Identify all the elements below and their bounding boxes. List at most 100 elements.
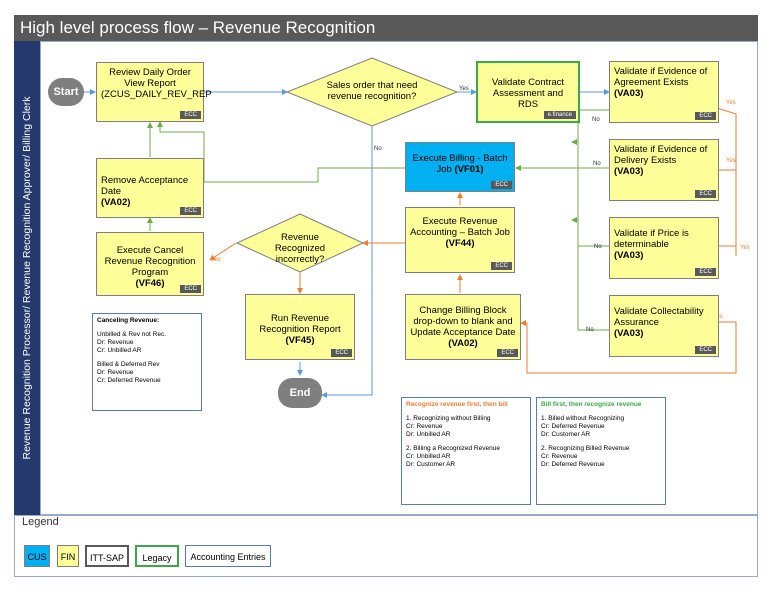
flow-decision-yes-cancel — [209, 242, 237, 261]
sales-order-decision-label: Sales order that need revenue recognitio… — [326, 80, 418, 102]
label-yes-price: Yes — [740, 245, 750, 251]
change-billing-code: (VA02) — [448, 338, 478, 349]
note-line: Dr: Revenue — [97, 369, 134, 376]
recognize-first-note: Recognize revenue first, then bill 1. Re… — [401, 397, 531, 505]
change-billing-box: Change Billing Block drop-down to blank … — [405, 294, 521, 360]
label-no-price: No — [594, 244, 602, 250]
bill-first-title: Bill first, then recognize revenue — [541, 401, 642, 408]
execute-revenue-code: (VF44) — [445, 238, 475, 249]
note-line: 2. Recognizing Billed Revenue — [541, 445, 630, 452]
canceling-revenue-note: Canceling Revenue: Unbilled & Rev not Re… — [92, 313, 202, 411]
ecc-tag: ECC — [331, 349, 352, 357]
label-no-agreement: No — [592, 117, 600, 123]
cancel-program-box: Execute Cancel Revenue Recognition Progr… — [96, 232, 204, 296]
validate-collect-box: Validate Collectability Assurance (VA03)… — [609, 295, 719, 357]
cancel-program-label: Execute Cancel Revenue Recognition Progr… — [104, 245, 196, 278]
note-line: Billed & Deferred Rev — [97, 361, 160, 368]
run-report-box: Run Revenue Recognition Report (VF45) EC… — [245, 294, 355, 360]
validate-price-box: Validate if Price is determinable (VA03)… — [609, 217, 719, 279]
ecc-tag: ECC — [180, 285, 201, 293]
flow-billing-review — [157, 121, 405, 183]
ecc-tag: ECC — [180, 207, 201, 215]
note-line: 1. Billed without Recognizing — [541, 415, 625, 422]
note-line: Dr: Customer AR — [541, 431, 591, 438]
validate-price-label: Validate if Price is determinable — [614, 228, 689, 250]
flow-yes-collect — [520, 320, 737, 374]
efinance-tag: e.finance — [543, 111, 576, 119]
ecc-tag: ECC — [695, 268, 716, 276]
validate-delivery-box: Validate if Evidence of Delivery Exists … — [609, 139, 719, 201]
ecc-tag: ECC — [497, 349, 518, 357]
run-report-label: Run Revenue Recognition Report — [259, 313, 341, 335]
execute-billing-code: (VF01) — [454, 164, 484, 175]
note-line: Cr: Unbilled AR — [97, 347, 142, 354]
diagram-frame — [40, 41, 758, 515]
execute-billing-box: Execute Billing - Batch Job (VF01) ECC — [405, 142, 515, 192]
label-no-collect: No — [586, 327, 594, 333]
note-line: Cr: Revenue — [406, 423, 443, 430]
validate-agreement-code: (VA03) — [614, 88, 644, 99]
cancel-program-code: (VF46) — [135, 278, 165, 289]
note-line: Dr: Unbilled AR — [406, 431, 451, 438]
page-title: High level process flow – Revenue Recogn… — [14, 15, 758, 41]
legend-itt-sap: ITT-SAP — [85, 545, 129, 567]
start-terminal: Start — [48, 78, 84, 106]
review-daily-report-box: Review Daily Order View Report (ZCUS_DAI… — [96, 62, 212, 122]
legend-cus: CUS — [24, 545, 50, 567]
revenue-incorrect-decision-label: Revenue Recognized incorrectly? — [274, 232, 326, 265]
validate-delivery-code: (VA03) — [614, 166, 644, 177]
note-line: Cr: Deferred Revenue — [541, 423, 605, 430]
validate-collect-code: (VA03) — [614, 328, 644, 339]
label-yes-contract: Yes — [459, 86, 469, 92]
bill-first-note: Bill first, then recognize revenue 1. Bi… — [536, 397, 666, 505]
sales-order-decision-shape — [285, 57, 459, 127]
review-daily-report-label: Review Daily Order View Report (ZCUS_DAI… — [101, 67, 212, 100]
note-line: Cr: Unbilled AR — [406, 453, 451, 460]
legend-accounting-entries: Accounting Entries — [185, 545, 271, 567]
remove-acceptance-label: Remove Acceptance Date — [101, 175, 189, 197]
run-report-code: (VF45) — [285, 335, 315, 346]
legend-legacy: Legacy — [135, 545, 179, 567]
swimlane-header — [14, 41, 40, 515]
note-line: Unbilled & Rev not Rec. — [97, 331, 167, 338]
execute-revenue-label: Execute Revenue Accounting – Batch Job — [410, 216, 510, 238]
flow-decision-no-end — [321, 126, 373, 398]
validate-contract-label: Validate Contract Assessment and RDS — [491, 77, 565, 110]
execute-billing-label: Execute Billing - Batch Job — [412, 153, 508, 175]
ecc-tag: ECC — [695, 346, 716, 354]
label-no-end: No — [374, 146, 382, 152]
validate-collect-label: Validate Collectability Assurance — [614, 306, 704, 328]
validate-agreement-label: Validate if Evidence of Agreement Exists — [614, 66, 708, 88]
flow-validators-billing — [577, 109, 609, 331]
canceling-revenue-title: Canceling Revenue: — [97, 317, 160, 324]
legend-panel — [14, 515, 758, 577]
ecc-tag: ECC — [491, 181, 512, 189]
legend-fin: FIN — [57, 545, 79, 567]
ecc-tag: ECC — [491, 262, 512, 270]
ecc-tag: ECC — [695, 112, 716, 120]
note-line: 2. Billing a Recognized Revenue — [406, 445, 500, 452]
remove-acceptance-box: Remove Acceptance Date (VA02) ECC — [96, 158, 204, 218]
note-line: Cr: Revenue — [541, 453, 578, 460]
label-no-delivery: No — [593, 161, 601, 167]
ecc-tag: ECC — [180, 111, 201, 119]
recognize-first-title: Recognize revenue first, then bill — [406, 401, 508, 408]
label-yes-agreement: Yes — [726, 100, 736, 106]
validate-agreement-box: Validate if Evidence of Agreement Exists… — [609, 61, 719, 123]
change-billing-label: Change Billing Block drop-down to blank … — [410, 305, 516, 338]
label-yes-delivery: Yes — [726, 158, 736, 164]
validate-delivery-label: Validate if Evidence of Delivery Exists — [614, 144, 708, 166]
note-line: Dr: Deferred Revenue — [541, 461, 605, 468]
note-line: Cr: Deferred Revenue — [97, 377, 161, 384]
note-line: Dr: Revenue — [97, 339, 134, 346]
remove-acceptance-code: (VA02) — [101, 197, 131, 208]
end-terminal: End — [278, 378, 322, 408]
validate-price-code: (VA03) — [614, 250, 644, 261]
revenue-incorrect-decision-shape — [235, 213, 365, 273]
legend-title: Legend — [22, 516, 59, 528]
note-line: Dr: Customer AR — [406, 461, 456, 468]
note-line: 1. Recognizing without Billing — [406, 415, 491, 422]
label-yes-cancel: Yes — [211, 257, 221, 263]
validate-contract-box: Validate Contract Assessment and RDS e.f… — [476, 61, 580, 123]
